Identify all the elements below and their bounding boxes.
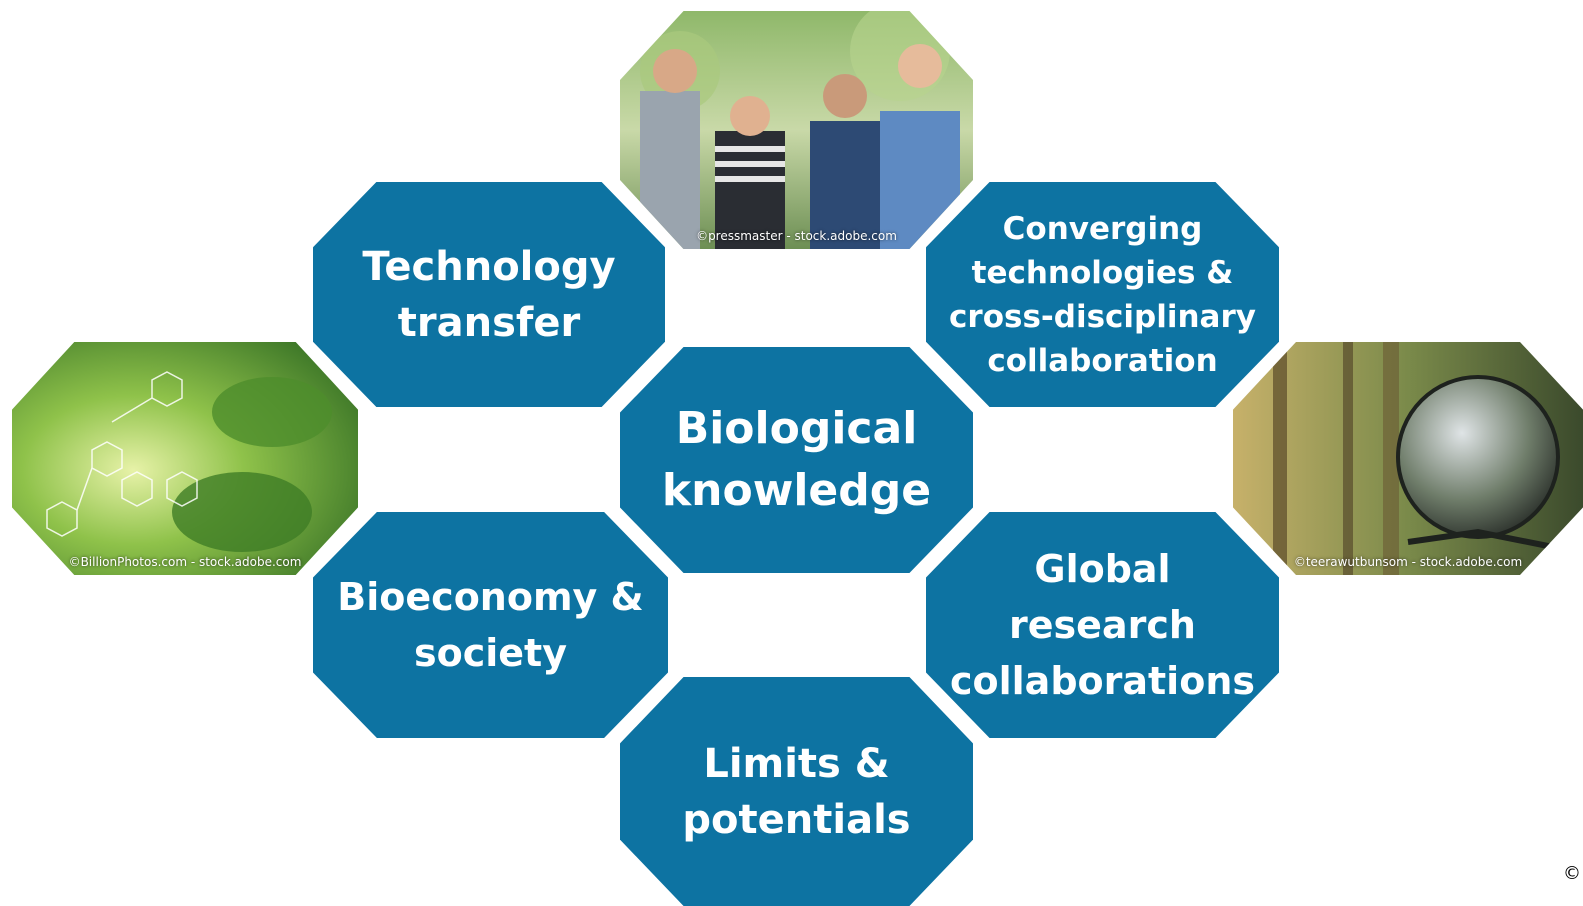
tile-label: Bioeconomy & society: [337, 575, 644, 675]
photo-credit: ©pressmaster - stock.adobe.com: [696, 229, 897, 243]
tile-label: Converging technologies & cross-discipli…: [949, 210, 1256, 379]
tile-global-research: Global research collaborations: [926, 512, 1279, 738]
people-image: [620, 11, 973, 249]
photo-credit: ©teerawutbunsom - stock.adobe.com: [1293, 555, 1523, 569]
tile-limits-potentials: Limits & potentials: [620, 677, 973, 906]
forest-image: [1233, 342, 1583, 575]
tile-label: Global research collaborations: [950, 547, 1255, 703]
tile-bioeconomy-society: Bioeconomy & society: [313, 512, 668, 738]
photo-people: ©pressmaster - stock.adobe.com: [620, 11, 973, 249]
photo-plants: ©BillionPhotos.com - stock.adobe.com: [12, 342, 358, 575]
tile-converging-technologies: Converging technologies & cross-discipli…: [926, 182, 1279, 407]
photo-credit: ©BillionPhotos.com - stock.adobe.com: [68, 555, 302, 569]
tile-label: Limits & potentials: [682, 740, 911, 843]
center-label: Biological knowledge: [661, 403, 932, 516]
tile-technology-transfer: Technology transfer: [313, 182, 665, 407]
tile-label: Technology transfer: [362, 243, 616, 346]
photo-forest: ©teerawutbunsom - stock.adobe.com: [1233, 342, 1583, 575]
copyright-mark: ©: [1563, 863, 1581, 884]
tile-biological-knowledge: Biological knowledge: [620, 347, 973, 573]
plants-image: [12, 342, 358, 575]
